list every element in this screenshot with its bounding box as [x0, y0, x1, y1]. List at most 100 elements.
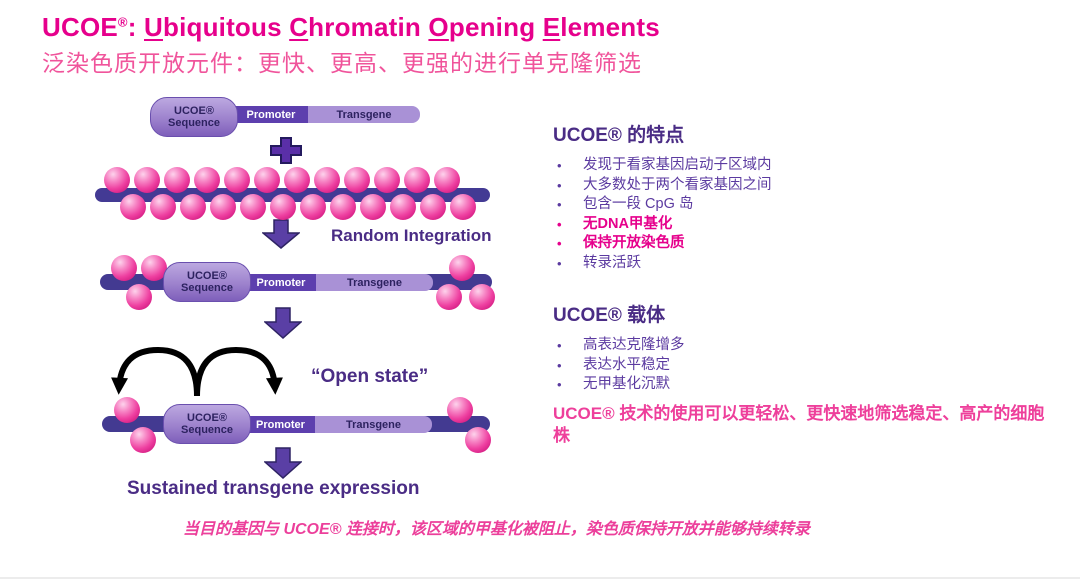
- bullet-text: 转录活跃: [583, 254, 641, 271]
- promoter-segment: Promoter: [246, 416, 315, 433]
- promoter-label: Promoter: [246, 108, 296, 121]
- transgene-segment: Transgene: [315, 416, 432, 433]
- transgene-segment: Transgene: [316, 274, 433, 291]
- bottom-divider: [0, 577, 1080, 579]
- title-segment: UCOE: [42, 12, 118, 42]
- transgene-label: Transgene: [345, 418, 402, 431]
- nucleosome-bead: [104, 167, 130, 193]
- bullet-dot-icon: •: [557, 338, 562, 353]
- bullet-dot-icon: •: [557, 236, 562, 251]
- bullet-text: 无甲基化沉默: [583, 376, 670, 392]
- nucleosome-bead: [130, 427, 156, 453]
- bullet-item: • 转录活跃: [553, 254, 1073, 274]
- nucleosome-bead: [330, 194, 356, 220]
- bullet-dot-icon: •: [557, 255, 562, 271]
- down-arrow-icon: [264, 307, 302, 339]
- down-arrow-icon: [262, 219, 300, 249]
- vector-list: • 高表达克隆增多 • 表达水平稳定 • 无甲基化沉默: [553, 336, 1073, 395]
- bullet-dot-icon: •: [557, 357, 562, 373]
- transgene-label: Transgene: [346, 276, 403, 289]
- nucleosome-bead: [150, 194, 176, 220]
- bullet-dot-icon: •: [557, 177, 562, 193]
- ucoe-sequence-box: UCOE® Sequence: [163, 404, 251, 444]
- ucoe-box-label-line2: Sequence: [181, 424, 233, 436]
- nucleosome-bead: [254, 167, 280, 193]
- nucleosome-bead: [164, 167, 190, 193]
- title-segment: :: [127, 12, 144, 42]
- promoter-label: Promoter: [256, 276, 306, 289]
- vector-heading: UCOE® 载体: [553, 305, 666, 326]
- nucleosome-bead: [111, 255, 137, 281]
- nucleosome-bead: [436, 284, 462, 310]
- bullet-dot-icon: •: [557, 377, 562, 392]
- bullet-text: 包含一段 CpG 岛: [583, 196, 694, 212]
- nucleosome-bead: [120, 194, 146, 220]
- page-subtitle: 泛染色质开放元件：更快、更高、更强的进行单克隆筛选: [42, 50, 642, 76]
- footer-note: 当目的基因与 UCOE® 连接时，该区域的甲基化被阻止，染色质保持开放并能够持续…: [183, 521, 810, 538]
- nucleosome-bead: [344, 167, 370, 193]
- bullet-item: • 表达水平稳定: [553, 356, 1073, 376]
- nucleosome-bead: [224, 167, 250, 193]
- nucleosome-bead: [180, 194, 206, 220]
- bullet-text: 保持开放染色质: [583, 235, 685, 251]
- title-segment: pening: [448, 12, 543, 42]
- nucleosome-bead: [434, 167, 460, 193]
- bullet-text: 发现于看家基因启动子区域内: [583, 157, 772, 173]
- sustained-expression-label: Sustained transgene expression: [127, 478, 420, 499]
- features-section: UCOE® 的特点 •发现于看家基因启动子区域内•大多数处于两个看家基因之间•包…: [553, 120, 1073, 273]
- nucleosome-bead: [300, 194, 326, 220]
- bullet-text: 无DNA甲基化: [583, 215, 673, 232]
- bullet-item: • 无DNA甲基化: [553, 215, 1073, 235]
- nucleosome-bead: [141, 255, 167, 281]
- plus-icon: [270, 137, 302, 164]
- ucoe-box-label-line1: UCOE®: [174, 105, 214, 117]
- nucleosome-bead: [134, 167, 160, 193]
- nucleosome-bead: [314, 167, 340, 193]
- bullet-item: •发现于看家基因启动子区域内: [553, 156, 1073, 176]
- nucleosome-bead: [284, 167, 310, 193]
- nucleosome-bead: [114, 397, 140, 423]
- title-segment: E: [542, 12, 561, 42]
- title-segment: ®: [117, 14, 128, 30]
- summary-text: UCOE® 技术的使用可以更轻松、更快速地筛选稳定、高产的细胞株: [553, 404, 1045, 445]
- nucleosome-bead: [404, 167, 430, 193]
- ucoe-sequence-box: UCOE® Sequence: [163, 262, 251, 302]
- nucleosome-bead: [447, 397, 473, 423]
- ucoe-box-label-line2: Sequence: [168, 117, 220, 129]
- down-arrow-icon: [264, 447, 302, 479]
- nucleosome-bead: [450, 194, 476, 220]
- nucleosome-bead: [194, 167, 220, 193]
- promoter-segment: Promoter: [234, 106, 308, 123]
- ucoe-box-label-line1: UCOE®: [187, 270, 227, 282]
- promoter-segment: Promoter: [246, 274, 316, 291]
- bullet-text: 表达水平稳定: [583, 356, 670, 373]
- ucoe-sequence-box: UCOE® Sequence: [150, 97, 238, 137]
- promoter-label: Promoter: [256, 418, 305, 431]
- bullet-item: • 保持开放染色质: [553, 234, 1073, 254]
- nucleosome-bead: [449, 255, 475, 281]
- ucoe-box-label-line2: Sequence: [181, 282, 233, 294]
- nucleosome-bead: [469, 284, 495, 310]
- bullet-text: 高表达克隆增多: [583, 337, 685, 353]
- title-segment: U: [144, 12, 163, 42]
- features-list: •发现于看家基因启动子区域内•大多数处于两个看家基因之间•包含一段 CpG 岛•…: [553, 156, 1073, 273]
- transgene-segment: Transgene: [308, 106, 420, 123]
- nucleosome-bead: [360, 194, 386, 220]
- nucleosome-bead: [420, 194, 446, 220]
- nucleosome-bead: [465, 427, 491, 453]
- title-segment: biquitous: [162, 12, 290, 42]
- title-segment: O: [428, 12, 449, 42]
- nucleosome-bead: [390, 194, 416, 220]
- bullet-dot-icon: •: [557, 216, 562, 232]
- bullet-item: •包含一段 CpG 岛: [553, 195, 1073, 215]
- title-segment: lements: [560, 12, 660, 42]
- ucoe-box-label-line1: UCOE®: [187, 412, 227, 424]
- title-segment: C: [289, 12, 309, 42]
- title-segment: hromatin: [308, 12, 429, 42]
- page-title: UCOE®: Ubiquitous Chromatin Opening Elem…: [42, 12, 660, 43]
- random-integration-label: Random Integration: [331, 226, 492, 245]
- bullet-item: •大多数处于两个看家基因之间: [553, 176, 1073, 196]
- nucleosome-bead: [240, 194, 266, 220]
- nucleosome-bead: [374, 167, 400, 193]
